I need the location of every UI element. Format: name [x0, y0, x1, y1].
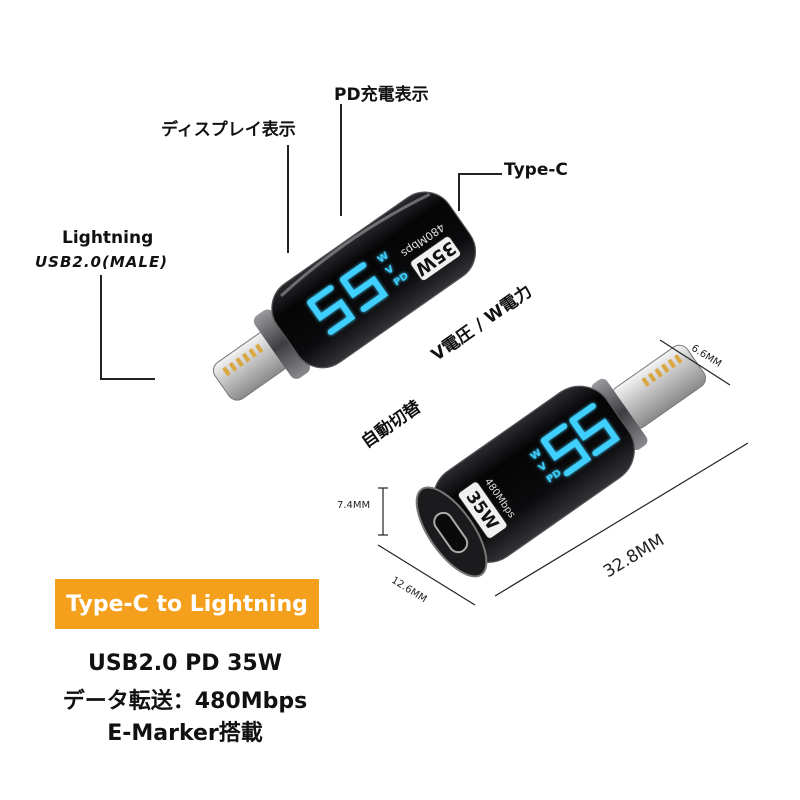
indicator-w-bottom: W — [529, 447, 544, 462]
leader-line-display — [287, 145, 289, 253]
top-adapter: W V PD 35W 480Mbps — [212, 191, 477, 401]
collar-top — [253, 309, 310, 379]
leader-line-typec-h — [458, 173, 502, 175]
digits-top — [307, 262, 389, 335]
leader-line-typec-v — [458, 173, 460, 211]
dim-height: 7.4MM — [337, 500, 371, 511]
usb-male-label: USB2.0(MALE) — [35, 253, 169, 271]
lightning-label: Lightning — [62, 228, 154, 248]
badge-text: Type-C to Lightning — [66, 591, 308, 617]
lightning-plug-top — [212, 331, 289, 401]
lightning-plug-bottom — [611, 344, 706, 429]
type-c-label: Type-C — [504, 160, 568, 180]
type-c-port — [433, 511, 469, 554]
spec-line-2: データ転送：480Mbps — [62, 689, 308, 714]
indicator-w-top: W — [376, 250, 391, 265]
spec-line-1: USB2.0 PD 35W — [87, 651, 283, 676]
leader-line-lightning-h — [100, 378, 155, 380]
digits-bottom — [540, 403, 621, 477]
leader-line-lightning-v — [100, 275, 102, 379]
dimension-lines — [377, 339, 749, 606]
product-type-badge: Type-C to Lightning — [55, 579, 319, 629]
leader-line-pd — [340, 104, 342, 216]
spec-line-3: E-Marker搭載 — [107, 721, 263, 746]
bottom-adapter: W V PD 35W 480Mbps — [415, 344, 706, 578]
display-label: ディスプレイ表示 — [161, 120, 296, 140]
pd-charge-label: PD充電表示 — [334, 85, 429, 105]
